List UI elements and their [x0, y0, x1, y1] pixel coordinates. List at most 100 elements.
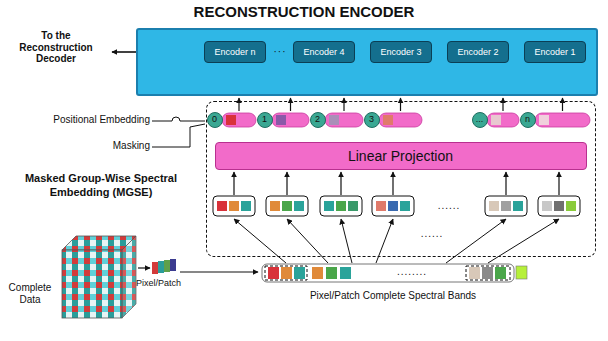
- band-square: [217, 201, 227, 211]
- group-bracket: [265, 266, 307, 280]
- pixel-band: [152, 262, 158, 274]
- spectral-band: [268, 267, 279, 279]
- token-arrow: [400, 98, 401, 111]
- cube-front: [62, 250, 122, 318]
- pixel-arrow: [138, 267, 150, 268]
- input-label: Masking: [60, 140, 150, 152]
- encoder-box: Encoder 1: [524, 41, 586, 63]
- token-color: [226, 115, 236, 125]
- group-bracket: [466, 266, 510, 280]
- caption-label: Pixel/Patch Complete Spectral Bands: [258, 290, 528, 302]
- node-label: Encoder 3: [380, 47, 421, 57]
- token-arrow: [343, 98, 344, 111]
- band-square: [282, 201, 292, 211]
- token-pill: [272, 113, 309, 127]
- spectral-band: [326, 267, 337, 279]
- group-arrow: [340, 172, 341, 195]
- group-box: [320, 196, 362, 216]
- encoder-box: Encoder 2: [447, 41, 509, 63]
- position-index: 1: [257, 112, 273, 128]
- band-square: [324, 201, 334, 211]
- ellipsis: ......: [412, 228, 452, 240]
- token-arrow: [562, 98, 563, 111]
- token-color: [539, 115, 549, 125]
- encoder-box: Encoder 4: [293, 41, 355, 63]
- spectral-band: [281, 267, 292, 279]
- token-arrow: [238, 98, 239, 111]
- pixel-band: [158, 261, 164, 273]
- position-index: 2: [310, 112, 326, 128]
- node-label: n: [525, 115, 530, 124]
- band-square: [501, 201, 511, 211]
- pixel-band: [164, 260, 170, 272]
- mgse-region: Masked Group-Wise Spectral Embedding (MG…: [206, 101, 596, 257]
- bands-arrow: [180, 271, 258, 272]
- node-label: 1: [262, 115, 267, 124]
- group-box: [485, 196, 527, 216]
- band-square: [348, 201, 358, 211]
- ellipsis: ........: [372, 266, 452, 278]
- band-square: [241, 201, 251, 211]
- node-label: Encoder 4: [303, 47, 344, 57]
- band-square: [513, 201, 523, 211]
- token-pill: [222, 113, 256, 127]
- node-label: Encoder n: [214, 47, 255, 57]
- group-arrow: [558, 172, 559, 195]
- band-square: [336, 201, 346, 211]
- spectral-band: [340, 267, 351, 279]
- encoder-band: RECONSTRUCTION ENCODEREncoder nEncoder 4…: [136, 28, 598, 96]
- position-index: 3: [364, 112, 380, 128]
- cube-side: [122, 236, 136, 318]
- position-index: n: [520, 112, 536, 128]
- token-arrow: [502, 98, 503, 111]
- group-box: [213, 196, 255, 216]
- band-square: [489, 201, 499, 211]
- token-pill: [325, 113, 363, 127]
- caption-label: Pixel/Patch: [136, 278, 206, 288]
- ellipsis: ......: [424, 200, 474, 212]
- caption-label: Complete Data: [2, 282, 58, 305]
- diagram-title: RECONSTRUCTION ENCODER: [0, 3, 608, 20]
- group-arrow: [233, 172, 234, 195]
- spectral-band: [294, 267, 305, 279]
- band-square: [229, 201, 239, 211]
- embedding-leader: [152, 117, 205, 121]
- output-arrow: [112, 51, 136, 53]
- band-square: [270, 201, 280, 211]
- masking-leader: [152, 124, 205, 147]
- group-box: [372, 196, 414, 216]
- output-label: To the Reconstruction Decoder: [4, 30, 108, 65]
- node-label: ...: [476, 115, 484, 124]
- position-index: ...: [472, 112, 488, 128]
- band-square: [542, 201, 552, 211]
- node-label: 2: [315, 115, 320, 124]
- spectral-band: [482, 267, 493, 279]
- spectral-strip: [262, 264, 514, 282]
- band-square: [294, 201, 304, 211]
- ellipsis: ···: [272, 46, 288, 58]
- node-label: Linear Projection: [348, 148, 453, 164]
- pixel-band: [170, 259, 176, 271]
- group-box: [266, 196, 308, 216]
- encoder-box: Encoder n: [204, 41, 266, 63]
- encoder-box: Encoder 3: [370, 41, 432, 63]
- node-label: Encoder 1: [534, 47, 575, 57]
- position-index: 0: [207, 112, 223, 128]
- projection-box: Linear Projection: [215, 142, 587, 170]
- spectral-band: [516, 266, 527, 279]
- band-square: [376, 201, 386, 211]
- token-arrow: [290, 98, 291, 111]
- group-arrow: [286, 172, 287, 195]
- region-heading: Masked Group-Wise Spectral Embedding (MG…: [7, 172, 195, 200]
- token-pill: [487, 113, 519, 127]
- token-color: [329, 115, 339, 125]
- group-arrow: [392, 172, 393, 195]
- node-label: Encoder 2: [457, 47, 498, 57]
- spectral-band: [469, 267, 480, 279]
- band-square: [566, 201, 576, 211]
- group-arrow: [505, 172, 506, 195]
- token-color: [383, 115, 393, 125]
- group-box: [538, 196, 580, 216]
- band-square: [400, 201, 410, 211]
- token-color: [491, 115, 501, 125]
